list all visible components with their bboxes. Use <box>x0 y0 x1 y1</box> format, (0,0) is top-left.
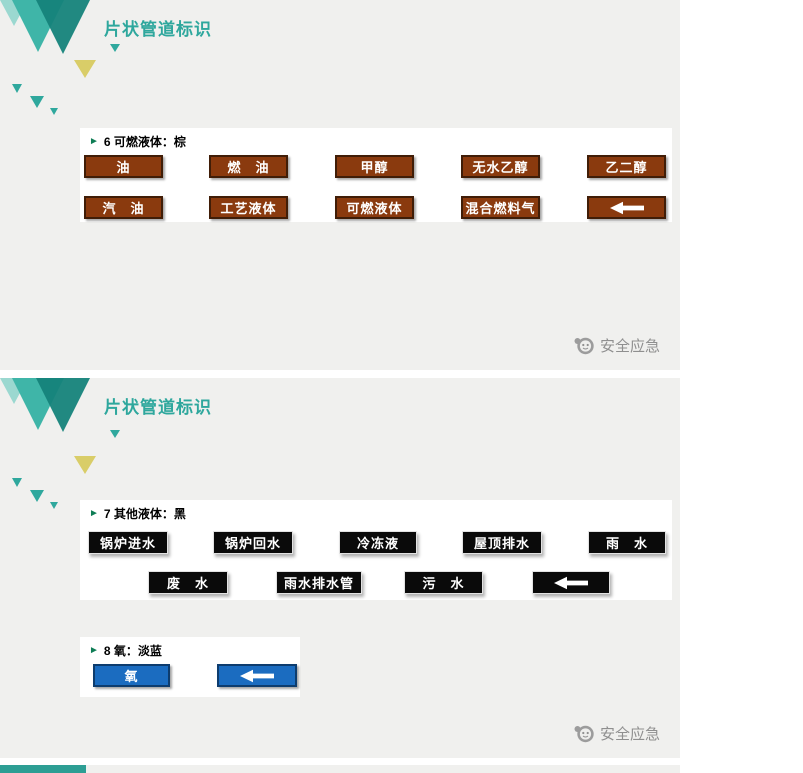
watermark-text: 安全应急 <box>599 338 660 355</box>
pipe-label: 污 水 <box>404 571 483 594</box>
section-header-text: 7 其他液体：黑 <box>103 507 186 521</box>
pipe-label: 甲醇 <box>335 155 414 178</box>
arrow-label <box>217 664 297 687</box>
pipe-label: 氧 <box>93 664 170 687</box>
pipe-label: 汽 油 <box>84 196 163 219</box>
pipe-label: 乙二醇 <box>587 155 666 178</box>
section-flammable-liquids: ► 6 可燃液体：棕 油 燃 油 甲醇 无水乙醇 乙二醇 汽 油 工艺液体 可燃… <box>80 128 672 222</box>
watermark: 安全应急 <box>573 335 660 356</box>
safety-emergency-logo-icon <box>574 725 594 743</box>
slide-1: 片状管道标识 ► 6 可燃液体：棕 油 燃 油 甲醇 无水乙醇 乙二醇 汽 油 … <box>0 0 680 370</box>
arrow-label <box>587 196 666 219</box>
watermark: 安全应急 <box>573 723 660 744</box>
pipe-label: 燃 油 <box>209 155 288 178</box>
arrow-label <box>532 571 610 594</box>
pipe-label: 雨水排水管 <box>276 571 362 594</box>
section-header: ► 8 氧：淡蓝 <box>89 642 162 659</box>
pipe-label: 无水乙醇 <box>461 155 540 178</box>
section-header-text: 6 可燃液体：棕 <box>103 135 186 149</box>
page-title: 片状管道标识 <box>104 398 212 417</box>
slide-2: 片状管道标识 ► 7 其他液体：黑 锅炉进水 锅炉回水 冷冻液 屋顶排水 雨 水… <box>0 378 680 758</box>
pipe-label: 混合燃料气 <box>461 196 540 219</box>
arrow-left-icon <box>240 669 274 682</box>
pipe-label: 锅炉回水 <box>213 531 293 554</box>
arrow-left-icon <box>554 576 588 589</box>
pipe-label: 屋顶排水 <box>462 531 542 554</box>
header-marker-icon: ► <box>89 644 99 656</box>
pipe-label: 雨 水 <box>588 531 666 554</box>
pipe-label: 油 <box>84 155 163 178</box>
arrow-left-icon <box>609 201 644 214</box>
pipe-label: 工艺液体 <box>209 196 288 219</box>
safety-emergency-logo-icon <box>574 337 594 355</box>
header-marker-icon: ► <box>89 135 99 147</box>
pipe-label: 可燃液体 <box>335 196 414 219</box>
section-header-text: 8 氧：淡蓝 <box>103 644 162 658</box>
slide-3-partial <box>0 765 680 773</box>
section-other-liquids: ► 7 其他液体：黑 锅炉进水 锅炉回水 冷冻液 屋顶排水 雨 水 废 水 雨水… <box>80 500 672 600</box>
watermark-text: 安全应急 <box>599 726 660 743</box>
page-title: 片状管道标识 <box>104 20 212 39</box>
pipe-label: 废 水 <box>148 571 228 594</box>
section-oxygen: ► 8 氧：淡蓝 氧 <box>80 637 300 697</box>
pipe-label: 冷冻液 <box>339 531 417 554</box>
corner-triangles-decoration <box>0 765 86 773</box>
pipe-label: 锅炉进水 <box>88 531 168 554</box>
header-marker-icon: ► <box>89 507 99 519</box>
section-header: ► 7 其他液体：黑 <box>89 505 186 522</box>
section-header: ► 6 可燃液体：棕 <box>89 133 186 150</box>
